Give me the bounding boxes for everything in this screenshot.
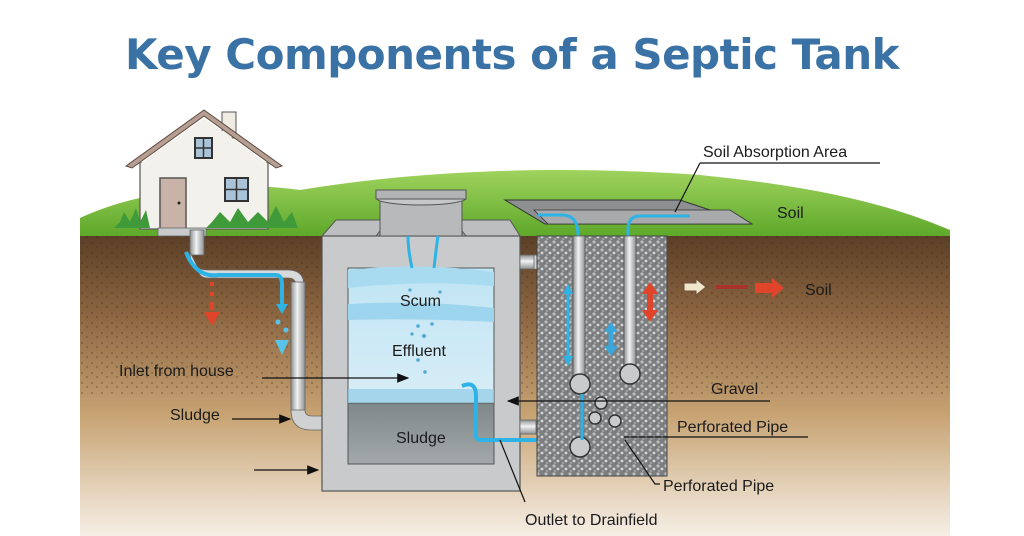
drainfield-trench bbox=[503, 199, 754, 477]
house-door bbox=[159, 177, 187, 230]
house-window-lower bbox=[224, 177, 249, 202]
perforated-pipe-ends bbox=[569, 363, 641, 458]
label-sludge-tank: Sludge bbox=[396, 430, 446, 447]
sludge-layer bbox=[347, 402, 495, 465]
diagram-title: Key Components of a Septic Tank bbox=[124, 30, 900, 79]
label-perforated-pipe-1: Perforated Pipe bbox=[677, 419, 788, 436]
label-perforated-pipe-2: Perforated Pipe bbox=[663, 478, 774, 495]
leader-lines bbox=[232, 162, 880, 503]
label-soil-right: Soil bbox=[805, 282, 832, 299]
label-sludge-left: Sludge bbox=[170, 407, 220, 424]
scum-layer bbox=[348, 266, 494, 288]
label-soil-top: Soil bbox=[777, 205, 804, 222]
label-inlet-from-house: Inlet from house bbox=[119, 363, 234, 380]
label-effluent: Effluent bbox=[392, 343, 447, 360]
label-soil-absorption-area: Soil Absorption Area bbox=[703, 144, 847, 161]
house bbox=[114, 109, 298, 230]
septic-tank bbox=[320, 189, 580, 492]
soil-flow-arrows bbox=[683, 277, 784, 298]
inlet-flow-arrows bbox=[184, 251, 289, 355]
label-gravel: Gravel bbox=[711, 381, 758, 398]
house-window-upper bbox=[194, 137, 213, 159]
label-outlet-to-drainfield: Outlet to Drainfield bbox=[525, 512, 658, 529]
label-scum: Scum bbox=[400, 293, 441, 310]
inlet-pipe bbox=[157, 227, 331, 431]
